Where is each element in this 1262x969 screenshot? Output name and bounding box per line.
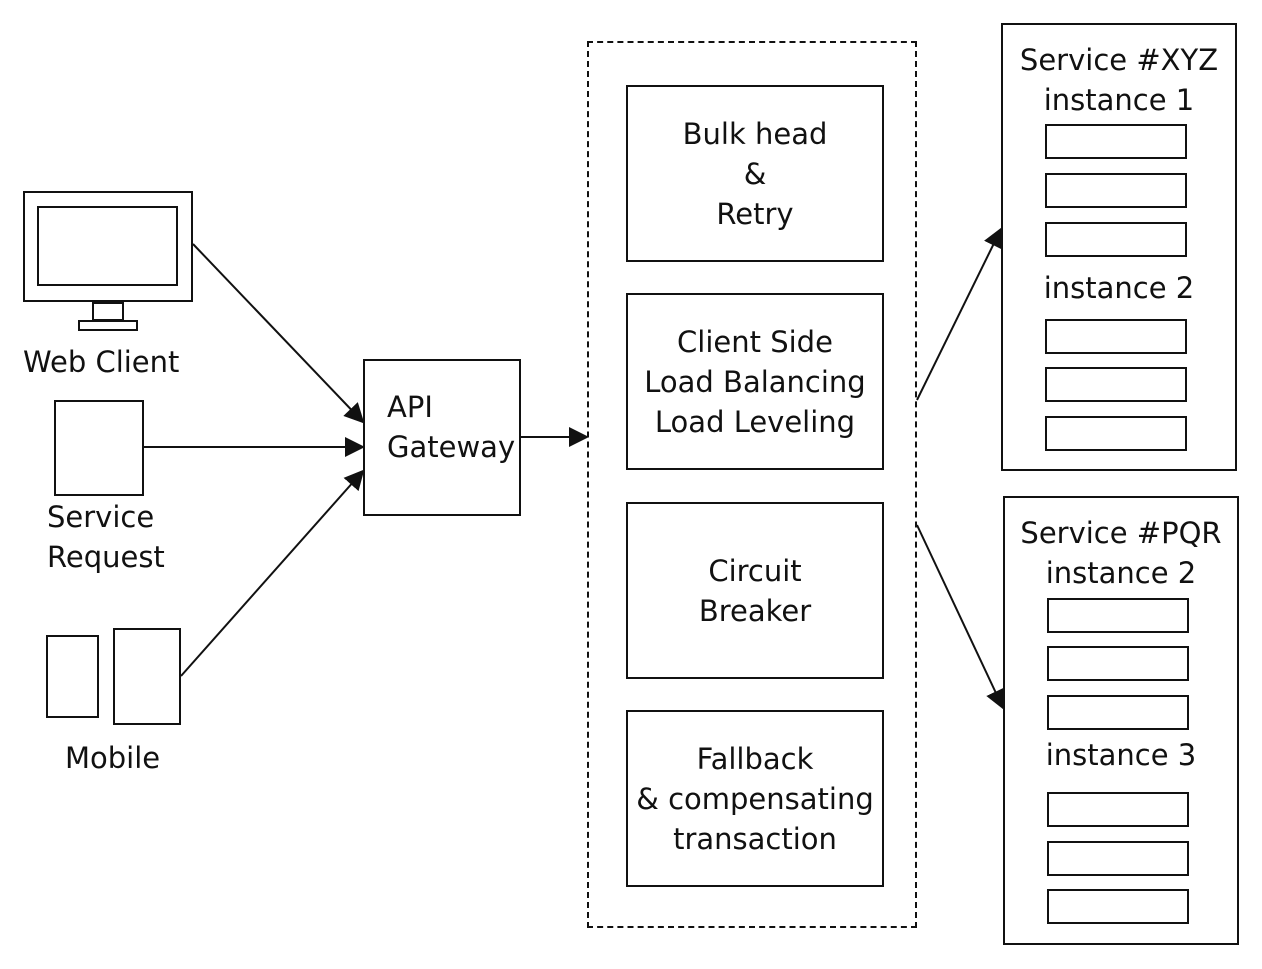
service-pqr-slot <box>1047 695 1189 730</box>
service-xyz-slot <box>1045 319 1187 354</box>
mobile-label: Mobile <box>65 741 161 775</box>
monitor-base <box>78 320 138 331</box>
mobile-to-gateway-arrow <box>180 469 365 677</box>
service-xyz-instance-label: instance 2 <box>1043 271 1195 305</box>
patterns-to-xyz-arrow <box>916 227 1003 401</box>
service-request-label: Service Request <box>47 500 165 574</box>
web-client-label: Web Client <box>23 345 180 379</box>
service-pqr-slot <box>1047 841 1189 876</box>
pattern-label-load-balancing: Client Side Load Balancing Load Leveling <box>644 325 866 439</box>
service-xyz-slot <box>1045 222 1187 257</box>
api-gateway-box: API Gateway <box>363 359 521 516</box>
pattern-box-fallback: Fallback & compensating transaction <box>626 710 884 887</box>
monitor-stand <box>92 302 124 321</box>
service-xyz-box: Service #XYZ instance 1 instance 2 <box>1001 23 1237 471</box>
pattern-box-circuit-breaker: Circuit Breaker <box>626 502 884 679</box>
tablet-icon <box>113 628 181 725</box>
document-icon <box>54 400 144 496</box>
pattern-label-fallback: Fallback & compensating transaction <box>636 742 874 856</box>
service-pqr-slot <box>1047 598 1189 633</box>
monitor-screen-inner <box>37 206 178 286</box>
resilience-patterns-container <box>587 41 917 928</box>
pattern-label-circuit-breaker: Circuit Breaker <box>698 554 812 628</box>
service-pqr-slot <box>1047 889 1189 924</box>
pattern-label-bulkhead: Bulk head & Retry <box>682 117 828 231</box>
service-xyz-slot <box>1045 416 1187 451</box>
web-client-to-gateway-arrow <box>192 243 365 424</box>
service-pqr-slot <box>1047 646 1189 681</box>
service-xyz-slot <box>1045 367 1187 402</box>
service-pqr-title: Service #PQR instance 2 <box>1020 516 1222 590</box>
service-pqr-instance-label: instance 3 <box>1045 738 1197 772</box>
pattern-box-load-balancing: Client Side Load Balancing Load Leveling <box>626 293 884 470</box>
service-xyz-slot <box>1045 124 1187 159</box>
phone-icon <box>46 635 99 718</box>
api-gateway-label: API Gateway <box>387 390 516 464</box>
pattern-box-bulkhead: Bulk head & Retry <box>626 85 884 262</box>
service-xyz-title: Service #XYZ instance 1 <box>1019 43 1219 117</box>
service-xyz-slot <box>1045 173 1187 208</box>
service-pqr-slot <box>1047 792 1189 827</box>
patterns-to-pqr-arrow <box>916 524 1005 710</box>
